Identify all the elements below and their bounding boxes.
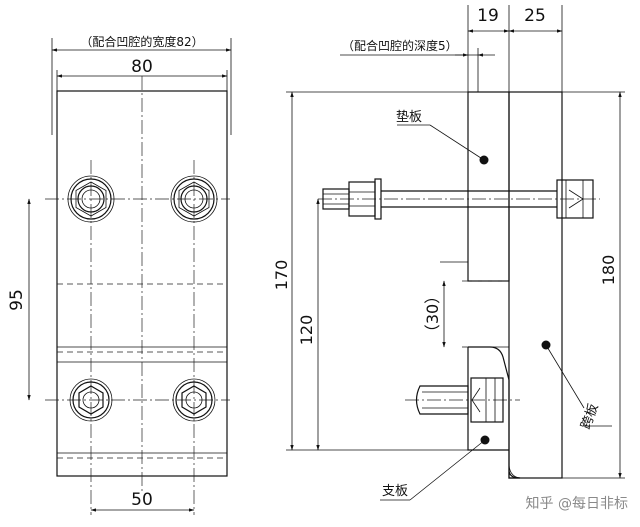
bolt-nut-upper-left: [67, 175, 115, 223]
bolt-head-lower-right: [172, 378, 216, 422]
dim-bolt-pitch-95: 95: [7, 289, 27, 311]
dim-25: 25: [524, 6, 546, 26]
support-plate: [467, 346, 521, 479]
dim-bolt-pitch-50: 50: [131, 490, 153, 510]
bolt-head-lower-left: [69, 378, 113, 422]
short-bolt: [405, 377, 520, 423]
dim-width-80: 80: [131, 57, 153, 77]
label-span-plate: 跨板: [579, 402, 602, 432]
front-view: （配合凹腔的宽度82） 80 95 50: [7, 34, 232, 515]
note-cavity-depth: （配合凹腔的深度5）: [342, 38, 458, 53]
bolt-nut-upper-right: [170, 175, 218, 223]
span-plate: [508, 91, 563, 479]
label-support-plate: 支板: [382, 484, 408, 499]
watermark: 知乎 @每日非标: [526, 495, 628, 512]
dim-30: （30）: [423, 288, 442, 340]
side-view: 垫板 跨板 支板 19 25 （配合凹腔的深度5） 170 120 （30）: [272, 5, 625, 501]
long-bolt: [318, 178, 600, 220]
dim-180: 180: [599, 255, 618, 286]
dim-19: 19: [477, 6, 499, 26]
dim-120: 120: [297, 315, 316, 346]
pad-plate: [467, 91, 510, 282]
dim-170: 170: [272, 260, 291, 291]
label-pad-plate: 垫板: [396, 109, 422, 125]
note-cavity-width: （配合凹腔的宽度82）: [80, 34, 203, 49]
